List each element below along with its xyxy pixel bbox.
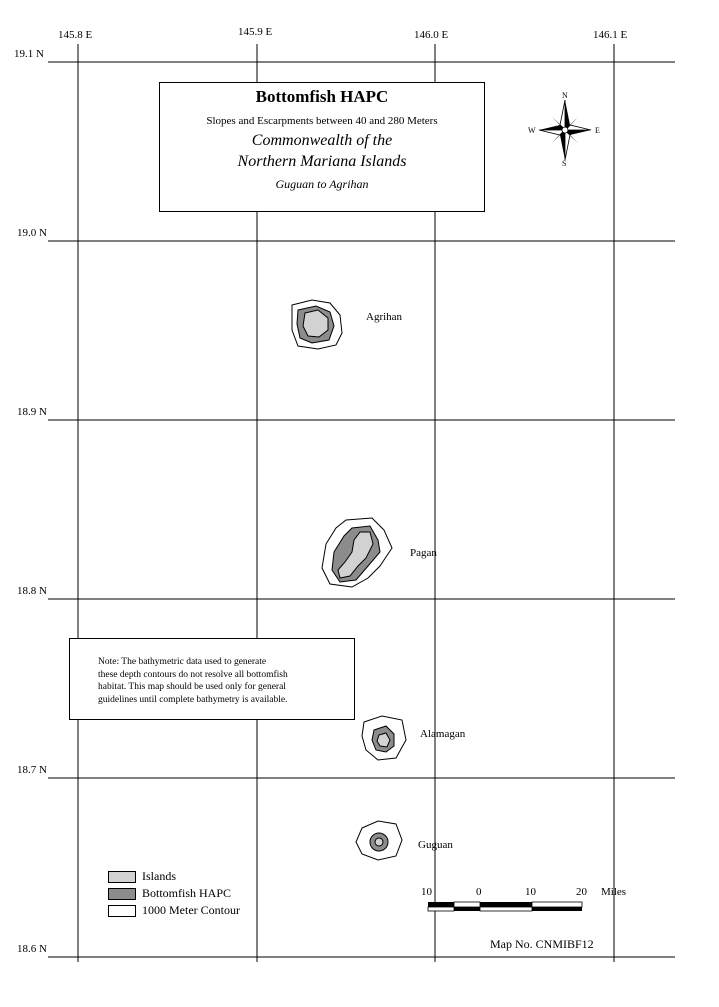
guguan-island-group [355,820,403,861]
swatch-hapc [108,887,136,900]
lon-label-146-1: 146.1 E [593,29,628,41]
scale-tick-20: 20 [576,886,588,898]
label-agrihan: Agrihan [366,311,403,323]
legend-label: 1000 Meter Contour [142,903,240,917]
map-number: Map No. CNMIBF12 [490,937,594,951]
scale-tick-0: 0 [476,886,482,898]
note-line: Note: The bathymetric data used to gener… [98,657,267,667]
swatch-islands [108,870,136,883]
island-range: Guguan to Agrihan [275,177,369,191]
compass-rose-icon [538,99,592,161]
alamagan-island [376,732,391,748]
legend-item-contour: 1000 Meter Contour [108,902,240,919]
lat-label-19-0: 19.0 N [17,227,47,239]
note-box: Note: The bathymetric data used to gener… [69,638,355,720]
map-title: Bottomfish HAPC [255,87,389,106]
region-line-2: Northern Mariana Islands [237,153,407,170]
scale-unit: Miles [601,886,626,898]
guguan-island [374,837,384,847]
legend-item-hapc: Bottomfish HAPC [108,885,240,902]
note-line: guidelines until complete bathymetry is … [98,694,288,705]
agrihan-island-group [291,299,343,350]
label-pagan: Pagan [410,547,437,559]
lat-label-18-6: 18.6 N [17,943,47,955]
note-line: habitat. This map should be used only fo… [98,682,286,692]
swatch-contour [108,904,136,917]
lat-label-18-9: 18.9 N [17,406,47,418]
lon-label-145-9: 145.9 E [238,26,273,38]
label-guguan: Guguan [418,839,453,851]
lat-label-18-8: 18.8 N [17,585,47,597]
lon-label-145-8: 145.8 E [58,29,93,41]
legend: Islands Bottomfish HAPC 1000 Meter Conto… [108,868,240,919]
legend-label: Islands [142,869,176,883]
map-subtitle: Slopes and Escarpments between 40 and 28… [206,115,438,127]
lat-label-18-7: 18.7 N [17,764,47,776]
alamagan-island-group [361,715,407,761]
note-line: these depth contours do not resolve all … [98,669,288,680]
region-line-1: Commonwealth of the [251,132,393,149]
compass-s: S [562,159,566,168]
agrihan-island [302,309,329,338]
title-box: Bottomfish HAPC Slopes and Escarpments b… [159,82,485,212]
scale-bar [427,901,583,912]
lon-label-146-0: 146.0 E [414,29,449,41]
pagan-island [337,531,374,579]
scale-tick-10-left: 10 [421,886,433,898]
label-alamagan: Alamagan [420,728,466,740]
scale-tick-10: 10 [525,886,537,898]
pagan-island-group [321,517,393,588]
lat-label-19-1: 19.1 N [14,48,44,60]
legend-item-islands: Islands [108,868,240,885]
compass-w: W [528,126,536,135]
compass-n: N [562,91,568,100]
compass-e: E [595,126,600,135]
legend-label: Bottomfish HAPC [142,886,232,900]
